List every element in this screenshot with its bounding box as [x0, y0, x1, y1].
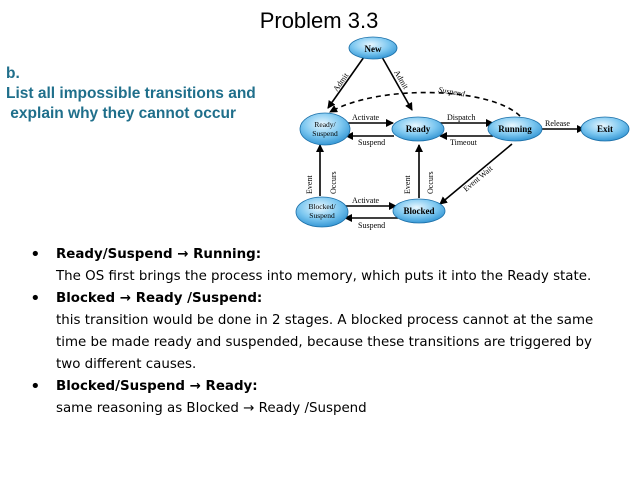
bullet-icon: • [30, 288, 41, 309]
bullet-icon: • [30, 244, 41, 265]
label-timeout: Timeout [450, 138, 478, 147]
label-suspend: Suspend [358, 221, 385, 230]
label-event-occurs: Occurs [329, 171, 338, 194]
list-item: • Blocked/Suspend → Ready: same reasonin… [30, 376, 610, 420]
state-ready-suspend-label: Suspend [312, 129, 338, 138]
state-new: New [348, 36, 398, 60]
process-state-diagram: New Ready/ Suspend Ready Running Exit Bl… [295, 36, 630, 230]
question-text: b. List all impossible transitions and e… [6, 64, 306, 124]
state-running: Running [487, 116, 543, 142]
label-event-occurs: Event [305, 175, 314, 194]
state-blocked-suspend: Blocked/ Suspend [295, 196, 349, 228]
state-ready: Ready [391, 116, 445, 142]
state-blocked-suspend-label: Blocked/ [308, 202, 336, 211]
state-running-label: Running [498, 124, 532, 134]
transition-arrows [316, 56, 585, 222]
page-title: Problem 3.3 [259, 8, 379, 30]
label-release: Release [545, 119, 570, 128]
transition-heading: Blocked/Suspend → Ready: [56, 379, 258, 394]
state-ready-suspend-label: Ready/ [314, 120, 336, 129]
state-new-label: New [365, 44, 382, 54]
transition-explanation: this transition would be done in 2 stage… [56, 313, 594, 372]
question-line: List all impossible transitions and [6, 85, 256, 102]
transition-heading: Blocked → Ready /Suspend: [56, 291, 263, 306]
label-activate: Activate [352, 196, 380, 205]
label-event-occurs: Event [403, 175, 412, 194]
label-dispatch: Dispatch [447, 113, 475, 122]
state-exit: Exit [580, 116, 630, 142]
label-suspend: Suspend [438, 85, 467, 99]
state-ready-suspend: Ready/ Suspend [299, 112, 351, 146]
question-label: b. [6, 65, 20, 82]
question-line: explain why they cannot occur [6, 105, 236, 122]
label-event-occurs: Occurs [426, 171, 435, 194]
label-suspend: Suspend [358, 138, 385, 147]
transition-heading: Ready/Suspend → Running: [56, 247, 262, 262]
state-blocked: Blocked [392, 198, 446, 224]
state-blocked-suspend-label: Suspend [309, 211, 335, 220]
label-activate: Activate [352, 113, 380, 122]
state-exit-label: Exit [597, 124, 613, 134]
label-event-wait: Event Wait [462, 163, 496, 193]
answer-list: • Ready/Suspend → Running: The OS first … [30, 244, 610, 420]
list-item: • Blocked → Ready /Suspend: this transit… [30, 288, 610, 376]
list-item: • Ready/Suspend → Running: The OS first … [30, 244, 610, 288]
transition-explanation: same reasoning as Blocked → Ready /Suspe… [56, 401, 367, 416]
bullet-icon: • [30, 376, 41, 397]
state-blocked-label: Blocked [403, 206, 434, 216]
state-ready-label: Ready [406, 124, 431, 134]
transition-explanation: The OS first brings the process into mem… [56, 269, 592, 284]
